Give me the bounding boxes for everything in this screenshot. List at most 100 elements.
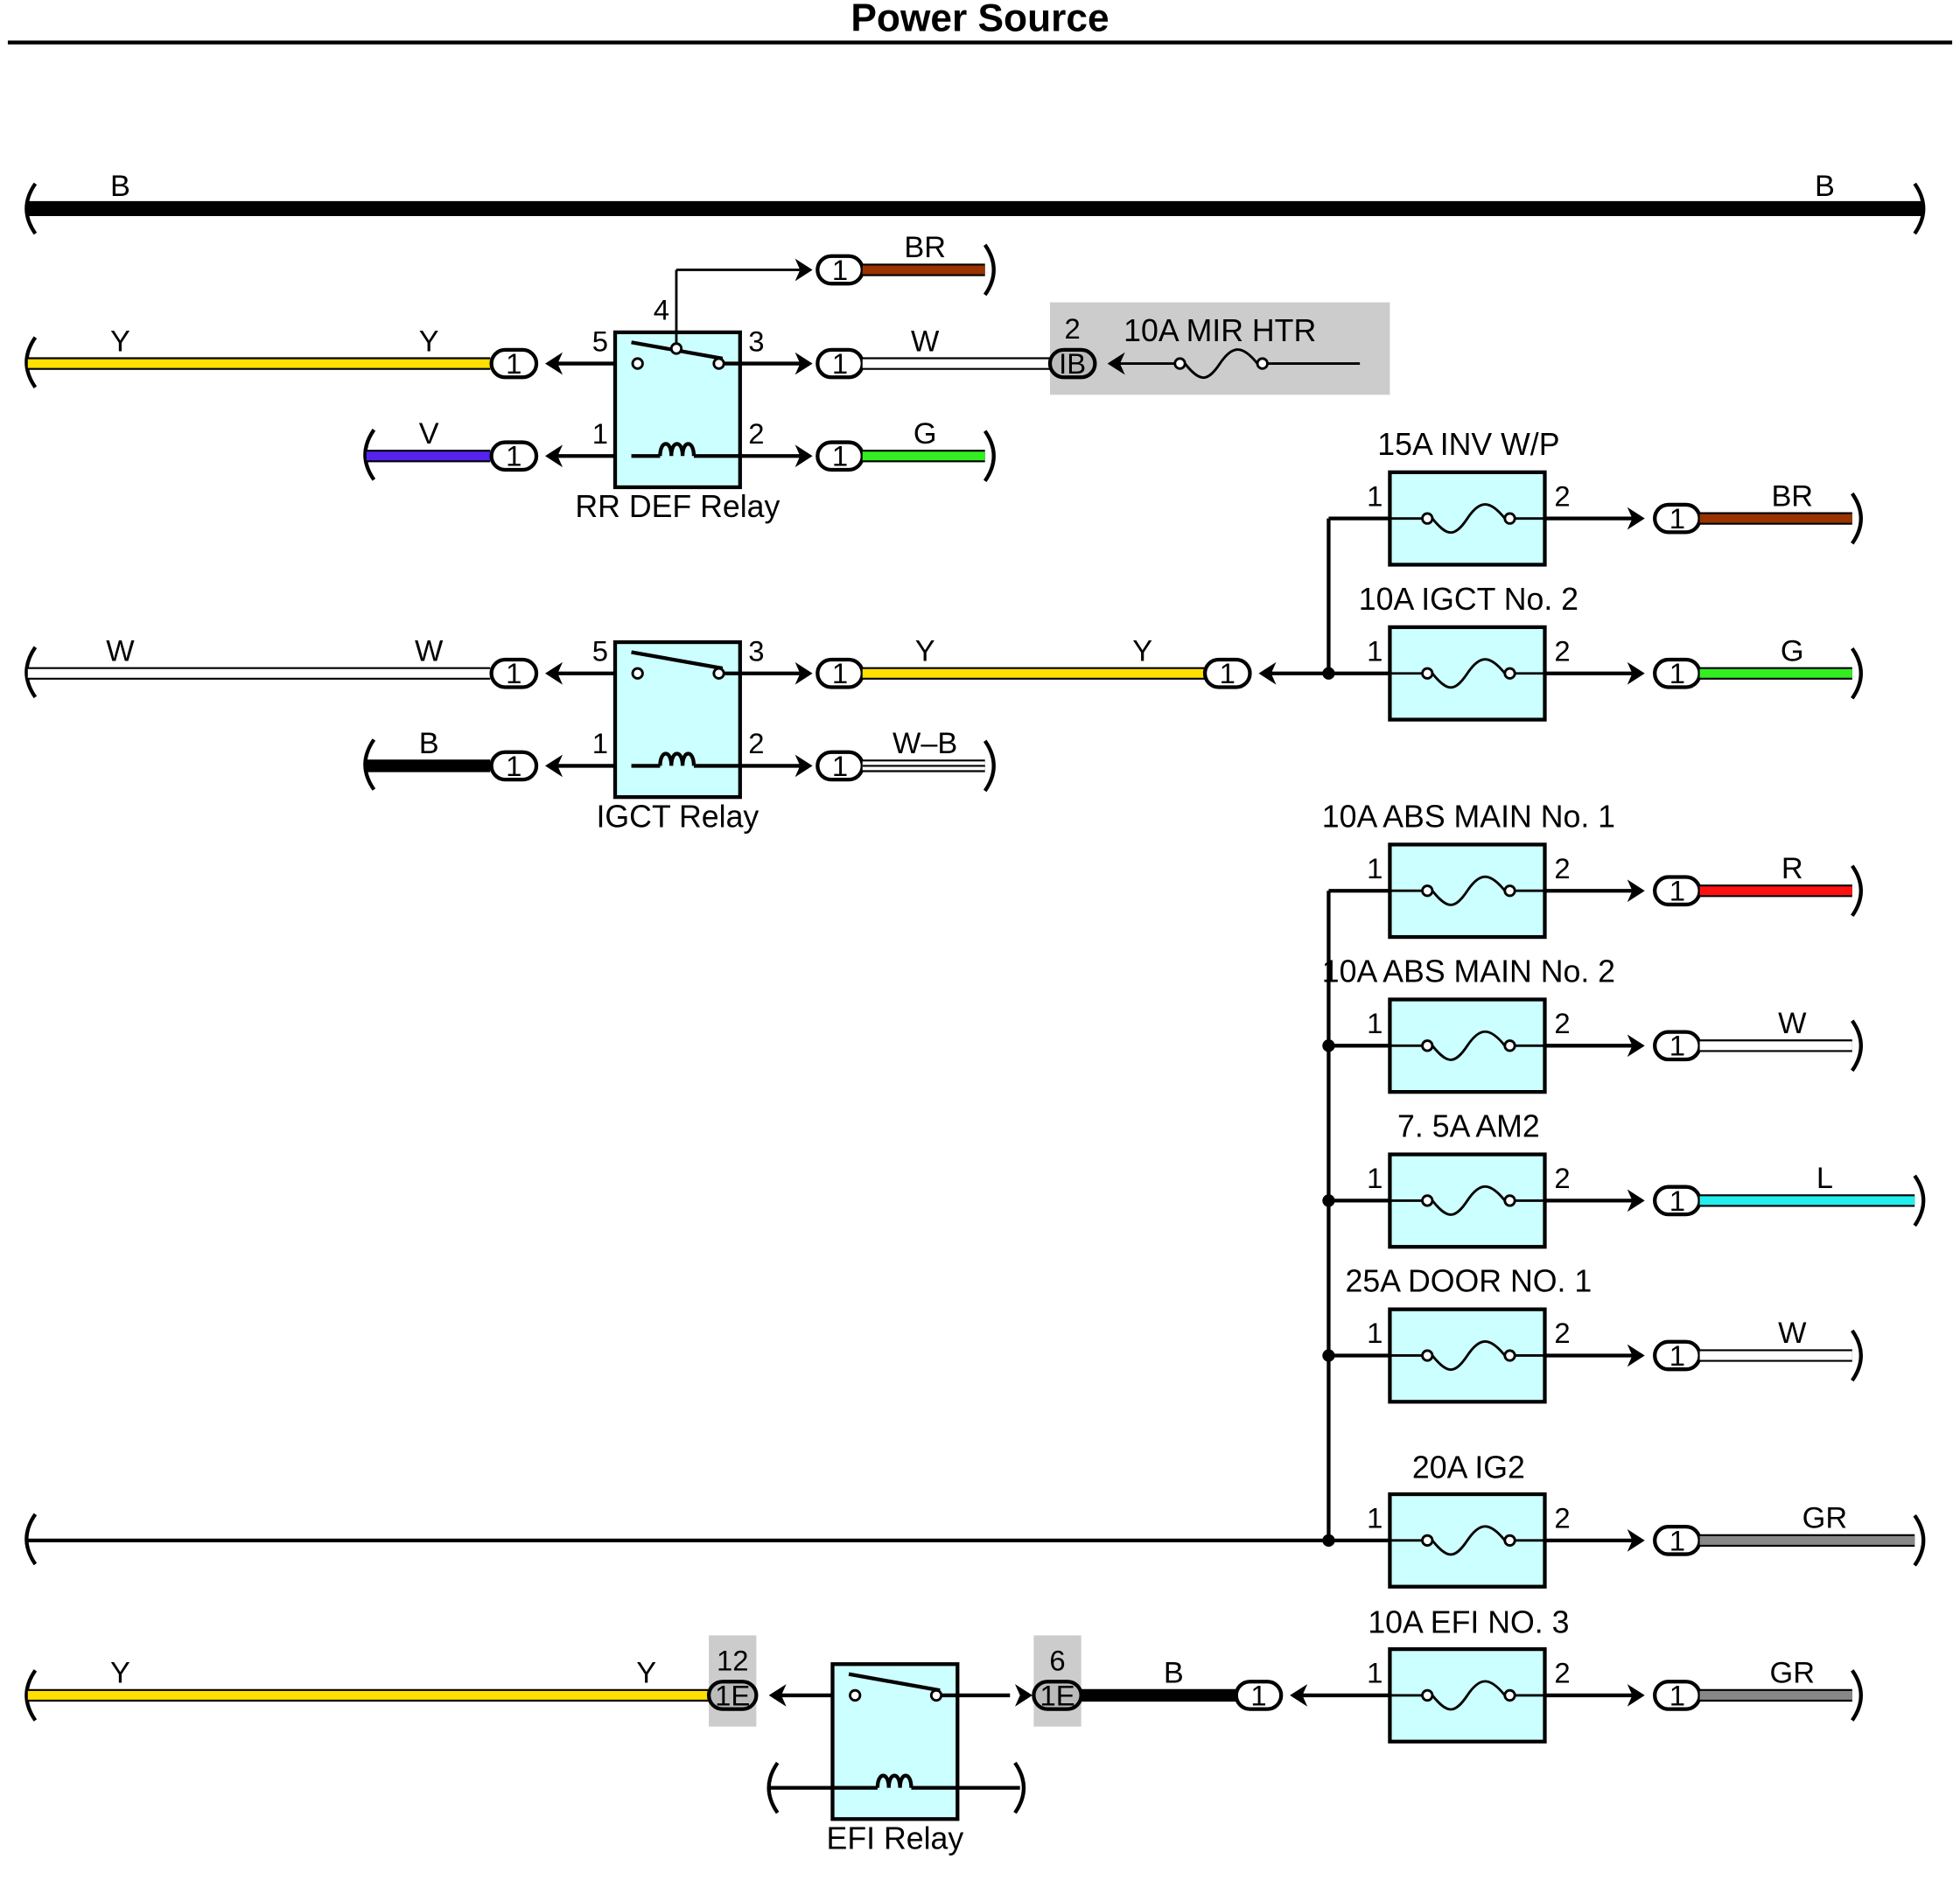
wire-label: W–B bbox=[892, 727, 957, 760]
wire-label: R bbox=[1782, 852, 1803, 885]
fuse-name: 10A ABS MAIN No. 1 bbox=[1322, 799, 1615, 834]
wire-label: GR bbox=[1802, 1502, 1847, 1535]
wire-label: V bbox=[419, 417, 439, 451]
wire-label: Y bbox=[110, 1657, 130, 1690]
wire-label: G bbox=[914, 417, 937, 451]
fuse-pin-out: 2 bbox=[1554, 479, 1570, 512]
efi-relay-section: Y Y 1E 12 EFI Relay 1E 6 B 1 bbox=[24, 1635, 1390, 1856]
relay-pin: 1 bbox=[592, 727, 608, 759]
wire-label: B bbox=[419, 727, 439, 760]
fuse-block: 15A INV W/P 1 2 1 BR bbox=[1367, 427, 1863, 567]
wire-label: BR bbox=[904, 231, 946, 264]
connector-pin: 1 bbox=[1670, 1030, 1685, 1062]
wire-label: B bbox=[1164, 1657, 1184, 1690]
connector-pin: 1 bbox=[1670, 1185, 1685, 1217]
relay-pin: 5 bbox=[592, 634, 608, 667]
connector-pin: 6 bbox=[1049, 1644, 1065, 1676]
wire-label: Y bbox=[110, 325, 130, 358]
fuse-block: 25A DOOR NO. 1 1 2 1 W bbox=[1346, 1264, 1863, 1404]
fuse-name: 20A IG2 bbox=[1412, 1450, 1525, 1485]
igct-relay-section: W W 1 B 1 5 3 1 2 IGCT Relay 1 Y Y bbox=[24, 634, 1390, 834]
connector-pin: 1 bbox=[832, 657, 848, 689]
wire-label: L bbox=[1816, 1162, 1833, 1195]
connector-pin: 2 bbox=[1065, 312, 1081, 345]
wire-label: Y bbox=[419, 325, 439, 358]
connector-pin: 1 bbox=[506, 750, 522, 782]
connector-pin: 1 bbox=[1220, 657, 1236, 689]
wire-label: BR bbox=[1771, 479, 1813, 513]
relay-pin: 2 bbox=[748, 727, 764, 759]
fuse-pin-out: 2 bbox=[1554, 1502, 1570, 1534]
connector-pin: 1 bbox=[832, 750, 848, 782]
mir-htr-fuse: IB 2 10A MIR HTR bbox=[1047, 302, 1390, 395]
wire-label: W bbox=[106, 634, 135, 667]
rr-def-relay-section: Y Y 1 V 1 5 3 1 2 4 RR DEF Relay bbox=[24, 231, 1050, 524]
efi-relay bbox=[830, 1662, 960, 1821]
relay-pin: 4 bbox=[654, 294, 669, 326]
fuse-pin-out: 2 bbox=[1554, 634, 1570, 667]
fuse-pin-in: 1 bbox=[1367, 1317, 1382, 1349]
wire-label: G bbox=[1781, 634, 1804, 667]
relay-pin: 1 bbox=[592, 417, 608, 450]
fuse-pin-in: 1 bbox=[1367, 852, 1382, 884]
bus-label-right: B bbox=[1815, 170, 1835, 203]
fuse-name: 15A INV W/P bbox=[1377, 427, 1559, 462]
connector-pin: 12 bbox=[717, 1644, 749, 1676]
fuse-pin-out: 2 bbox=[1554, 1657, 1570, 1689]
connector-pin: 1 bbox=[832, 347, 848, 380]
connector-pin: 1 bbox=[1670, 1524, 1685, 1556]
wire-label: Y bbox=[915, 634, 935, 667]
fuse-block: 10A ABS MAIN No. 1 1 2 1 R bbox=[1322, 799, 1863, 940]
wire-label: Y bbox=[1132, 634, 1152, 667]
igct-relay bbox=[612, 639, 742, 800]
connector-pin: 1 bbox=[1670, 1339, 1685, 1372]
connector-code: 1E bbox=[1040, 1679, 1074, 1711]
page-title: Power Source bbox=[850, 0, 1109, 40]
fuse-pin-in: 1 bbox=[1367, 479, 1382, 512]
fuse-name: 10A IGCT No. 2 bbox=[1359, 582, 1578, 617]
relay-pin: 2 bbox=[748, 417, 764, 450]
connector-pin: 1 bbox=[506, 657, 522, 689]
relay-pin: 3 bbox=[748, 634, 764, 667]
bus-label-left: B bbox=[110, 170, 130, 203]
connector-pin: 1 bbox=[506, 347, 522, 380]
battery-bus: B B bbox=[24, 170, 1926, 235]
relay-pin: 5 bbox=[592, 325, 608, 357]
connector-pin: 1 bbox=[1670, 657, 1685, 689]
fuse-name: 10A EFI NO. 3 bbox=[1368, 1605, 1569, 1640]
wire-label: W bbox=[415, 634, 444, 667]
fuse-pin-in: 1 bbox=[1367, 1657, 1382, 1689]
fuse-block: 10A IGCT No. 2 1 2 1 G bbox=[1359, 582, 1863, 722]
fuse-pin-in: 1 bbox=[1367, 1007, 1382, 1039]
connector-code: 1E bbox=[715, 1679, 750, 1711]
relay-name: IGCT Relay bbox=[597, 799, 760, 834]
connector-pin: 1 bbox=[832, 440, 848, 472]
wire-label: W bbox=[1778, 1317, 1807, 1350]
connector-pin: 1 bbox=[1250, 1679, 1266, 1711]
wire-label: W bbox=[1778, 1007, 1807, 1040]
connector-pin: 1 bbox=[1670, 502, 1685, 535]
fuse-name: 7. 5A AM2 bbox=[1397, 1109, 1540, 1144]
wire-label: Y bbox=[636, 1657, 656, 1690]
connector-pin: 1 bbox=[506, 440, 522, 472]
relay-pin: 3 bbox=[748, 325, 764, 357]
fuse-pin-in: 1 bbox=[1367, 1162, 1382, 1194]
fuse-name: 25A DOOR NO. 1 bbox=[1346, 1264, 1592, 1299]
fuse-pin-out: 2 bbox=[1554, 1007, 1570, 1039]
fuse-pin-out: 2 bbox=[1554, 1317, 1570, 1349]
fuse-pin-out: 2 bbox=[1554, 852, 1570, 884]
connector-pin: 1 bbox=[1670, 1679, 1685, 1711]
fuse-pin-in: 1 bbox=[1367, 634, 1382, 667]
connector-code: IB bbox=[1059, 347, 1086, 380]
connector-pin: 1 bbox=[1670, 875, 1685, 907]
rr-def-relay bbox=[612, 330, 742, 490]
fuse-name: 10A ABS MAIN No. 2 bbox=[1322, 954, 1615, 989]
wire-label: W bbox=[911, 325, 940, 358]
fuse-block: 10A ABS MAIN No. 2 1 2 1 W bbox=[1322, 954, 1863, 1094]
connector-pin: 1 bbox=[832, 254, 848, 286]
